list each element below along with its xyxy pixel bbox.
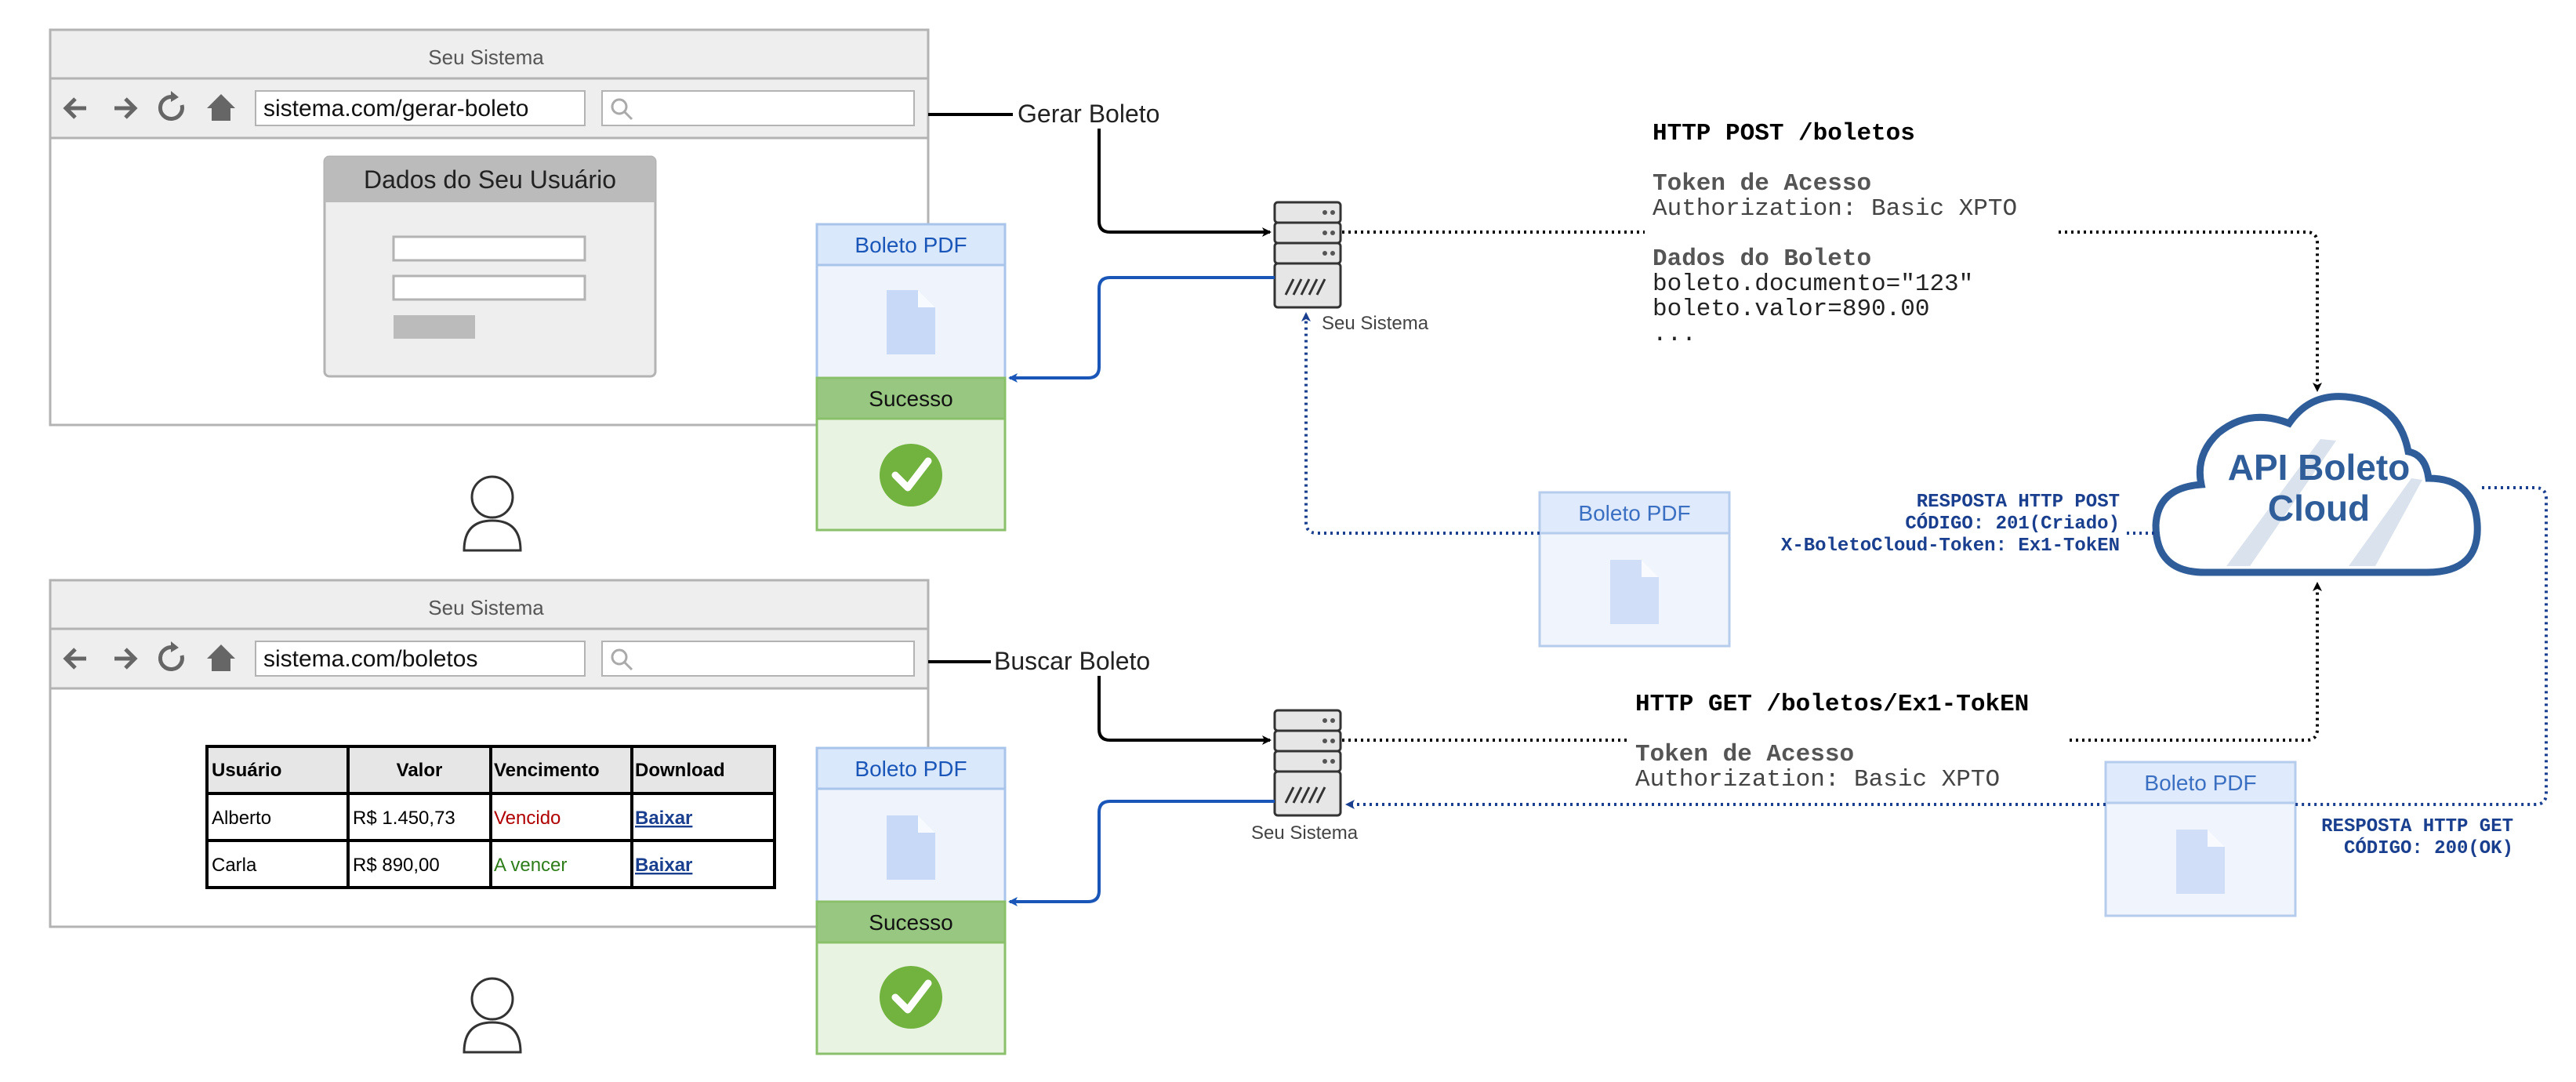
bottom-search-field[interactable]: [601, 641, 915, 677]
get-response-arrow: [1347, 486, 2548, 804]
search-icon: [611, 648, 633, 671]
get-response-line1: RESPOSTA HTTP GET: [2321, 816, 2513, 837]
get-auth: Authorization: Basic XPTO: [1635, 766, 2000, 793]
bottom-browser-window: Seu Sistema sistema.com/boletos Usuário …: [49, 579, 930, 928]
cloud-icon: API Boleto Cloud: [2152, 393, 2481, 576]
home-icon[interactable]: [207, 94, 235, 121]
download-link[interactable]: Baixar: [635, 808, 692, 829]
post-auth: Authorization: Basic XPTO: [1653, 195, 2017, 223]
arrow-left-icon[interactable]: [63, 97, 86, 119]
get-token-title: Token de Acesso: [1635, 741, 1854, 768]
reload-icon[interactable]: [158, 91, 184, 121]
top-search-field[interactable]: [601, 90, 915, 126]
post-field-documento: boleto.documento="123": [1653, 270, 1973, 298]
server-icon: [1273, 201, 1342, 309]
top-window-title: Seu Sistema: [428, 45, 544, 69]
pdf-card-title: Boleto PDF: [2144, 771, 2256, 795]
boletos-table: Usuário Valor Vencimento Download Albert…: [205, 745, 776, 889]
server-label: Seu Sistema: [1322, 313, 1429, 334]
table-header: Vencimento: [494, 760, 600, 781]
checkmark-icon: [880, 966, 942, 1029]
post-response-line2: CÓDIGO: 201(Criado): [1905, 512, 2120, 535]
cloud-title-line1: API Boleto: [2228, 447, 2411, 488]
return-arrow-bottom: [1008, 800, 1275, 906]
boleto-pdf-card: Boleto PDF: [2104, 761, 2297, 917]
form-field-2[interactable]: [392, 274, 586, 301]
post-ellipsis: ...: [1653, 321, 1696, 348]
cell-vencimento: A vencer: [494, 855, 567, 876]
reload-icon[interactable]: [158, 641, 184, 671]
form-submit-button[interactable]: [394, 315, 475, 339]
post-response-line3: X-BoletoCloud-Token: Ex1-TokEN: [1781, 536, 2120, 557]
success-card: Sucesso: [815, 376, 1007, 532]
boleto-pdf-card: Boleto PDF: [1538, 491, 1731, 648]
boleto-pdf-card: Boleto PDF: [815, 223, 1007, 379]
table-header: Usuário: [212, 760, 281, 781]
table-row: Alberto R$ 1.450,73 Vencido Baixar: [212, 808, 692, 829]
return-arrow-top: [1008, 276, 1275, 383]
cell-vencimento: Vencido: [494, 808, 561, 829]
cloud-title-line2: Cloud: [2268, 488, 2370, 528]
form-field-1[interactable]: [392, 235, 586, 262]
arrow-right-icon[interactable]: [114, 97, 138, 119]
post-field-valor: boleto.valor=890.00: [1653, 296, 1929, 323]
gerar-flow-arrow: [1098, 129, 1272, 237]
success-card-title: Sucesso: [869, 910, 952, 935]
post-response-arrow: [1306, 314, 2154, 535]
top-browser-window: Seu Sistema sistema.com/gerar-boleto Dad…: [49, 28, 930, 427]
buscar-flow-arrow: [1098, 676, 1272, 745]
gerar-boleto-label: Gerar Boleto: [1018, 100, 1159, 128]
get-request-line: HTTP GET /boletos/Ex1-TokEN: [1635, 691, 2029, 718]
user-icon: [463, 475, 522, 552]
top-url-field[interactable]: [255, 90, 586, 126]
form-title: Dados do Seu Usuário: [364, 165, 616, 194]
user-icon: [463, 977, 522, 1054]
boleto-pdf-card: Boleto PDF: [815, 746, 1007, 903]
table-header: Valor: [397, 760, 443, 781]
cell-valor: R$ 1.450,73: [353, 808, 455, 829]
post-response-line1: RESPOSTA HTTP POST: [1917, 492, 2120, 513]
arrow-right-icon[interactable]: [114, 648, 138, 670]
post-request-arrow: [1342, 231, 2317, 390]
success-card: Sucesso: [815, 900, 1007, 1055]
checkmark-icon: [880, 444, 942, 507]
post-request-block: HTTP POST /boletos Token de Acesso Autho…: [1653, 120, 2017, 348]
cell-usuario: Alberto: [212, 808, 271, 829]
cell-valor: R$ 890,00: [353, 855, 440, 876]
buscar-boleto-label: Buscar Boleto: [994, 647, 1150, 675]
home-icon[interactable]: [207, 644, 235, 671]
get-request-block: HTTP GET /boletos/Ex1-TokEN Token de Ace…: [1635, 691, 2029, 793]
post-dados-title: Dados do Boleto: [1653, 245, 1871, 273]
pdf-card-title: Boleto PDF: [1578, 501, 1690, 525]
bottom-url-text[interactable]: sistema.com/boletos: [263, 646, 477, 672]
server-label: Seu Sistema: [1251, 822, 1359, 844]
server-icon: [1273, 709, 1342, 817]
table-row: Carla R$ 890,00 A vencer Baixar: [212, 855, 692, 876]
success-card-title: Sucesso: [869, 387, 952, 411]
search-icon: [611, 98, 633, 121]
post-request-line: HTTP POST /boletos: [1653, 120, 1915, 147]
bottom-title-bar: [49, 579, 930, 630]
top-url-text[interactable]: sistema.com/gerar-boleto: [263, 96, 528, 122]
bottom-window-title: Seu Sistema: [428, 596, 544, 619]
cell-usuario: Carla: [212, 855, 257, 876]
pdf-card-title: Boleto PDF: [854, 233, 967, 257]
get-response-line2: CÓDIGO: 200(OK): [2344, 837, 2513, 859]
bottom-url-field[interactable]: [255, 641, 586, 677]
arrow-left-icon[interactable]: [63, 648, 86, 670]
top-title-bar: [49, 28, 930, 80]
download-link[interactable]: Baixar: [635, 855, 692, 876]
table-header: Download: [635, 760, 725, 781]
post-token-title: Token de Acesso: [1653, 170, 1871, 198]
get-request-arrow: [1342, 583, 2317, 742]
pdf-card-title: Boleto PDF: [854, 757, 967, 781]
